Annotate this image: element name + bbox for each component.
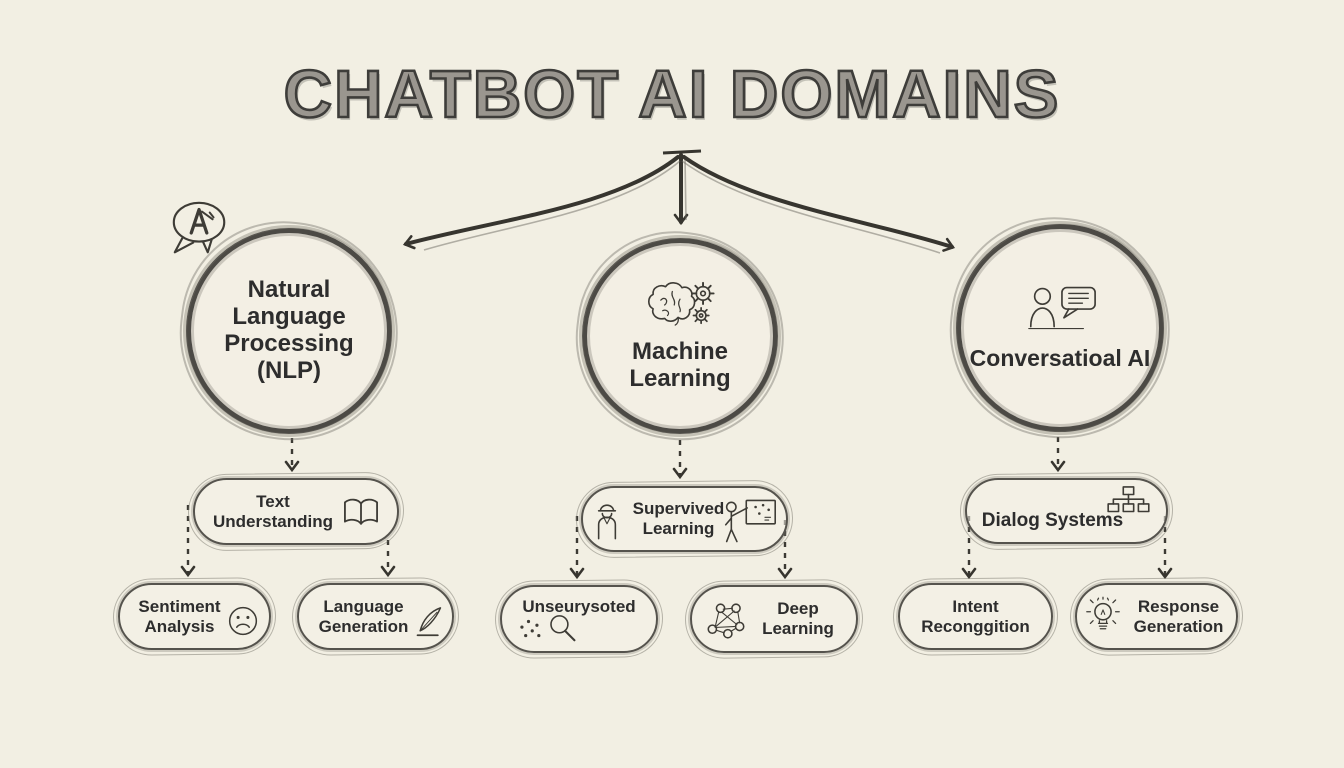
speech-bubble-pencil-icon <box>168 198 232 265</box>
node-conversational-ai: Conversatioal AI <box>956 224 1164 432</box>
node-label: Conversatioal AI <box>969 344 1151 371</box>
node-supervised-learning: Supervived Learning <box>581 486 788 552</box>
network-graph-icon <box>705 601 747 641</box>
scatter-dots-magnifier-icon <box>518 614 584 644</box>
node-unsupervised: Unseurysoted <box>500 585 658 653</box>
node-label: Natural Language Processing (NLP) <box>224 276 354 384</box>
lightbulb-icon <box>1085 596 1121 640</box>
node-dialog-systems: Dialog Systems <box>965 478 1168 544</box>
arrow-to-nlp <box>402 155 680 250</box>
open-book-icon <box>341 497 381 527</box>
node-label: Deep Learning <box>762 599 834 638</box>
node-response-generation: Response Generation <box>1075 583 1238 650</box>
node-natural-language-processing: Natural Language Processing (NLP) <box>186 228 392 434</box>
node-label: Response Generation <box>1133 596 1224 636</box>
node-label: Sentiment Analysis <box>138 596 221 636</box>
node-sentiment-analysis: Sentiment Analysis <box>118 583 271 650</box>
arrow-to-conversational-ai <box>682 155 956 252</box>
sad-face-icon <box>227 605 259 637</box>
node-intent-recognition: Intent Reconggition <box>898 583 1053 650</box>
node-language-generation: Language Generation <box>297 583 454 650</box>
quill-pen-icon <box>414 605 444 639</box>
node-label: Language Generation <box>318 596 409 636</box>
node-text-understanding: Text Understanding <box>193 478 399 545</box>
node-label: Intent Reconggition <box>921 596 1030 636</box>
worker-icon <box>594 500 620 542</box>
teacher-whiteboard-icon <box>722 497 778 545</box>
org-chart-icon <box>1106 486 1150 520</box>
node-label: Supervived Learning <box>632 499 725 538</box>
page-title: CHATBOT AI DOMAINS <box>282 56 1061 134</box>
brain-gears-icon <box>643 280 717 333</box>
person-speech-bubble-icon <box>1021 285 1099 340</box>
node-label: Unseurysoted <box>522 597 636 616</box>
root-tick <box>662 149 702 155</box>
node-label: Machine Learning <box>629 337 731 392</box>
node-label: Dialog Systems <box>981 510 1124 532</box>
node-deep-learning: Deep Learning <box>690 585 858 653</box>
node-label: Text Understanding <box>213 491 333 531</box>
node-machine-learning: Machine Learning <box>582 238 778 434</box>
